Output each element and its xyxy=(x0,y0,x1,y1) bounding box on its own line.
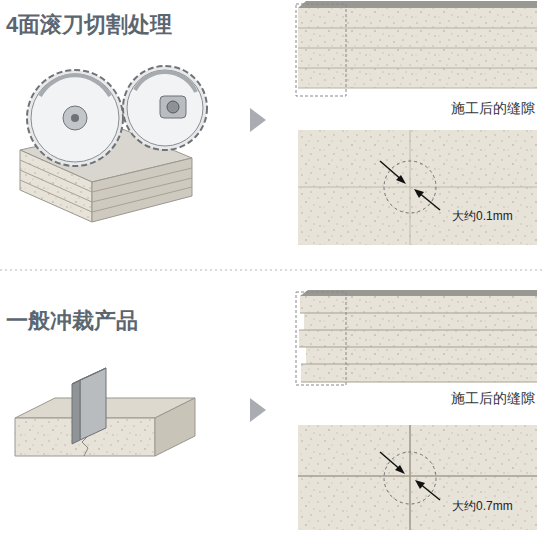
gap-panel xyxy=(298,425,537,530)
gap-panel xyxy=(298,130,537,245)
panel-heading: 施工后的缝隙 xyxy=(451,100,535,118)
section-heading: 4面滚刀切割处理 xyxy=(6,10,172,40)
gap-dimension: 大约0.7mm xyxy=(450,498,515,515)
punch-illustration xyxy=(15,368,195,456)
process-arrow xyxy=(250,398,266,422)
board-stack xyxy=(296,290,537,385)
gap-detail-panel: 施工后的缝隙大约0.7mm xyxy=(298,388,537,530)
board-stack xyxy=(296,1,537,96)
gap-dimension: 大约0.1mm xyxy=(450,208,515,225)
section-heading: 一般冲裁产品 xyxy=(6,306,138,336)
section-divider xyxy=(0,270,542,271)
panel-heading: 施工后的缝隙 xyxy=(451,390,535,408)
saw-illustration xyxy=(20,66,207,222)
gap-detail-panel: 施工后的缝隙大约0.1mm xyxy=(298,98,537,245)
process-arrow xyxy=(250,108,266,132)
